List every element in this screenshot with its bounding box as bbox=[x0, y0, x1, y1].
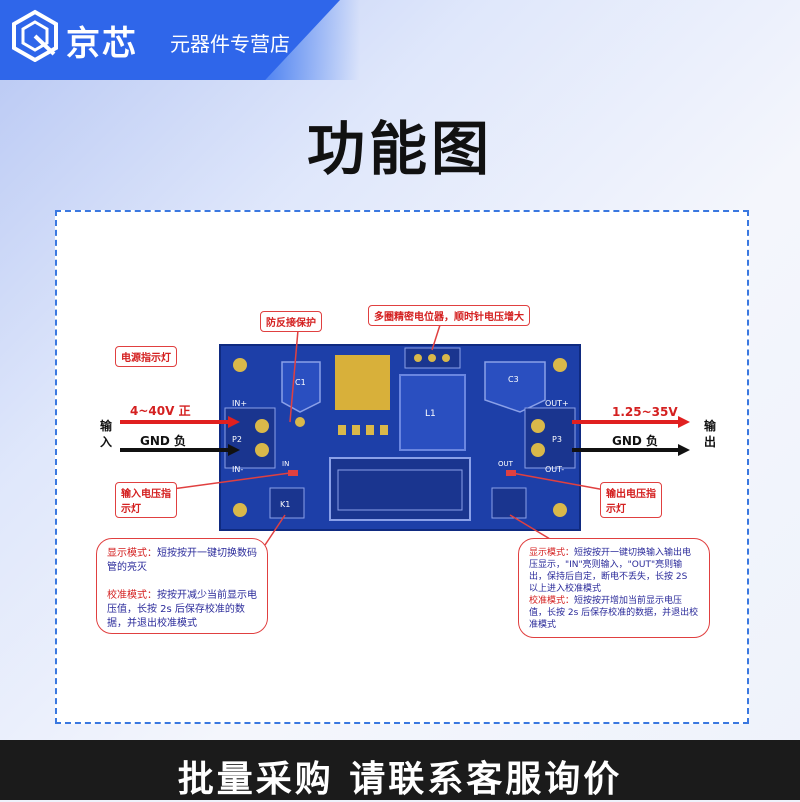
regulator-chip bbox=[335, 355, 390, 410]
board-label: C3 bbox=[508, 375, 519, 384]
mount-hole bbox=[553, 503, 567, 517]
terminal-p3-pin bbox=[531, 443, 545, 457]
note-title: 校准模式： bbox=[529, 596, 575, 606]
footer-contact-text: 批量采购 请联系客服询价 bbox=[177, 759, 623, 800]
board-label: P3 bbox=[552, 435, 562, 444]
output-side-label: 输出 bbox=[704, 419, 717, 449]
board-label: OUT bbox=[498, 460, 514, 468]
board-label: P2 bbox=[232, 435, 242, 444]
mount-hole bbox=[233, 503, 247, 517]
brand-name: 京芯 bbox=[66, 24, 138, 64]
note-text: 按按开减少当前显示电压值，长按 2s 后保存校准的数据，并退出校准模式 bbox=[107, 590, 257, 629]
output-gnd-label: GND 负 bbox=[612, 434, 659, 448]
board-label: OUT- bbox=[545, 465, 564, 474]
left-mode-note: 显示模式：短按按开一键切换数码管的亮灭 校准模式：按按开减少当前显示电压值，长按… bbox=[96, 538, 268, 634]
board-label: L1 bbox=[425, 409, 436, 419]
tag-input-led: 输入电压指示灯 bbox=[115, 482, 177, 518]
button-k2 bbox=[491, 487, 527, 519]
inductor-l1 bbox=[399, 374, 466, 451]
right-mode-note: 显示模式：短按按开一键切换输入输出电压显示，"IN"亮则输入，"OUT"亮则输出… bbox=[518, 538, 710, 638]
note-text: 短按按开一键切换输入输出电压显示，"IN"亮则输入，"OUT"亮则输出，保持后自… bbox=[529, 548, 692, 594]
input-gnd-label: GND 负 bbox=[140, 434, 187, 448]
input-side-label: 输入 bbox=[100, 419, 113, 449]
board-label: C1 bbox=[295, 378, 306, 387]
brand-logo-icon bbox=[12, 9, 58, 62]
terminal-p3-pin bbox=[531, 419, 545, 433]
pot-pin bbox=[428, 354, 436, 362]
mount-hole bbox=[553, 358, 567, 372]
board-label: IN- bbox=[232, 465, 243, 474]
brand-subtitle: 元器件专营店 bbox=[170, 32, 290, 56]
terminal-p2 bbox=[224, 407, 276, 469]
tag-reverse-protect: 防反接保护 bbox=[260, 311, 322, 332]
note-title: 显示模式： bbox=[107, 548, 157, 559]
capacitor-c3 bbox=[484, 361, 546, 413]
output-voltage-label: 1.25~35V bbox=[612, 405, 678, 419]
terminal-p2-pin bbox=[255, 443, 269, 457]
board-label: K1 bbox=[280, 500, 290, 509]
input-voltage-label: 4~40V 正 bbox=[130, 404, 191, 418]
note-title: 显示模式： bbox=[529, 548, 575, 558]
mount-hole bbox=[233, 358, 247, 372]
tag-power-led: 电源指示灯 bbox=[115, 346, 177, 367]
terminal-p3 bbox=[524, 407, 576, 469]
pot-pin bbox=[414, 354, 422, 362]
power-led bbox=[295, 417, 305, 427]
pot-pin bbox=[442, 354, 450, 362]
board-label: OUT+ bbox=[545, 399, 569, 408]
input-led bbox=[288, 470, 298, 476]
board-label: IN bbox=[282, 460, 289, 468]
board-label: IN+ bbox=[232, 399, 247, 408]
note-title: 校准模式： bbox=[107, 590, 157, 601]
tag-potentiometer: 多圈精密电位器，顺时针电压增大 bbox=[368, 305, 530, 326]
terminal-p2-pin bbox=[255, 419, 269, 433]
capacitor-c1 bbox=[281, 361, 321, 413]
note-text: 短按按开增加当前显示电压值，长按 2s 后保存校准的数据，并退出校准模式 bbox=[529, 596, 699, 630]
button-k1 bbox=[269, 487, 305, 519]
output-led bbox=[506, 470, 516, 476]
footer-bar: 批量采购 请联系客服询价 bbox=[0, 740, 800, 800]
page-title: 功能图 bbox=[306, 115, 493, 183]
tag-output-led: 输出电压指示灯 bbox=[600, 482, 662, 518]
seven-segment-display bbox=[329, 457, 471, 521]
note-text: 短按按开一键切换数码管的亮灭 bbox=[107, 548, 257, 573]
